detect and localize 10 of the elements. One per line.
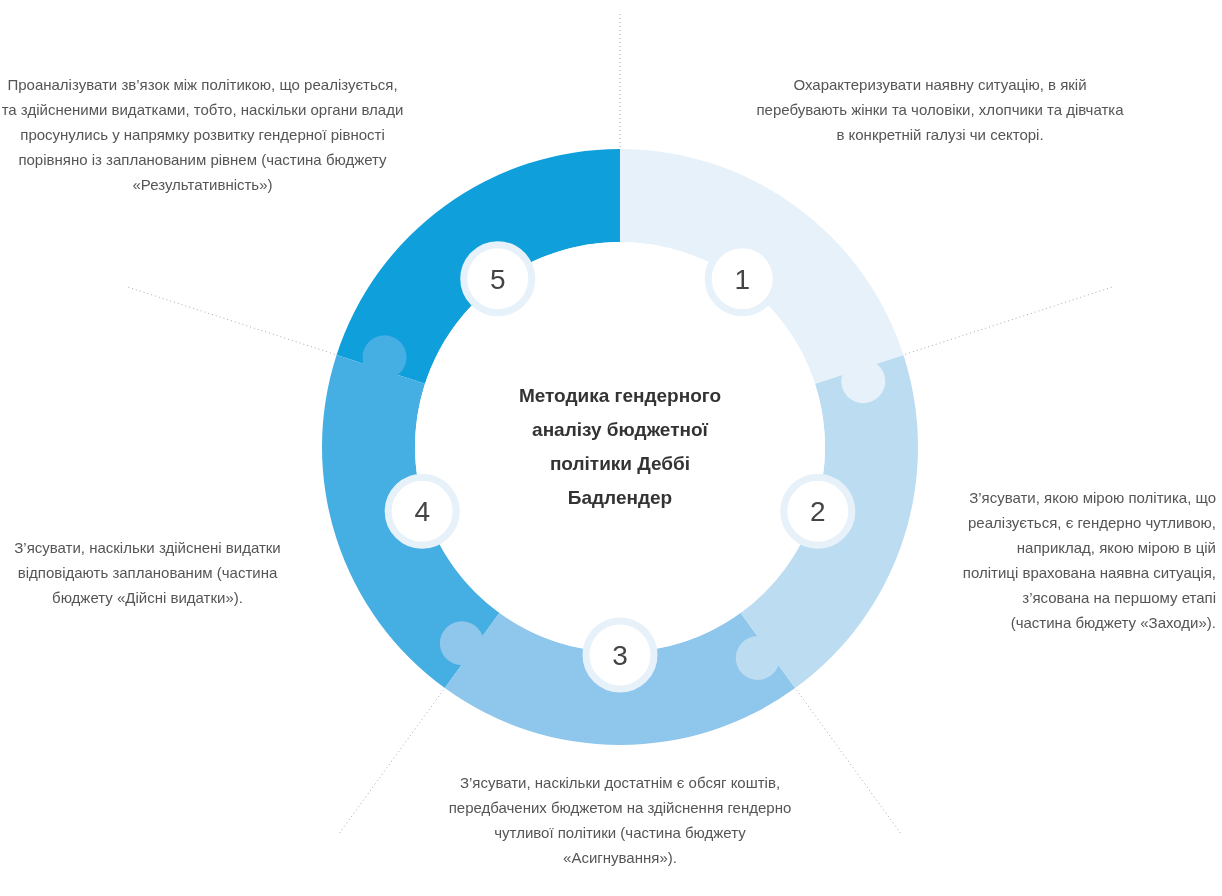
center-title: Методика гендерного аналізу бюджетної політики Деббі Бадлендер <box>517 384 723 510</box>
step-description: З’ясувати, наскільки здійснені видатки відповідають запланованим (частина бюджету «Дійсні видатки»). <box>13 538 282 608</box>
step-number: 4 <box>414 496 430 528</box>
step-number: 3 <box>612 640 628 671</box>
step-description: З’ясувати, наскільки достатнім є обсяг коштів, передбачених бюджетом на здійснення гендерно чутливої політики (частина бюджету «Асигнування»). <box>447 773 793 868</box>
step-description: Проаналізувати зв’язок між політикою, що реалізується, та здійсненими видатками, тобто, наскільки органи влади просунулись у напрямку розвитку гендерної рівності порівняно із запланованим рівнем (частина бюджету «Результативність») <box>0 75 405 195</box>
step-number: 5 <box>489 263 506 295</box>
step-description: Охарактеризувати наявну ситуацію, в якій перебувають жінки та чоловіки, хлопчики та дівчатка в конкретній галузі чи секторі. <box>755 75 1125 145</box>
step-description: З’ясувати, якою мірою політика, що реалізується, є гендерно чутливою, наприклад, якою мірою в цій політиці врахована наявна ситуація, з’ясована на першому етапі (частина бюджету «Заходи»). <box>962 488 1216 633</box>
step-number: 2 <box>810 496 826 528</box>
